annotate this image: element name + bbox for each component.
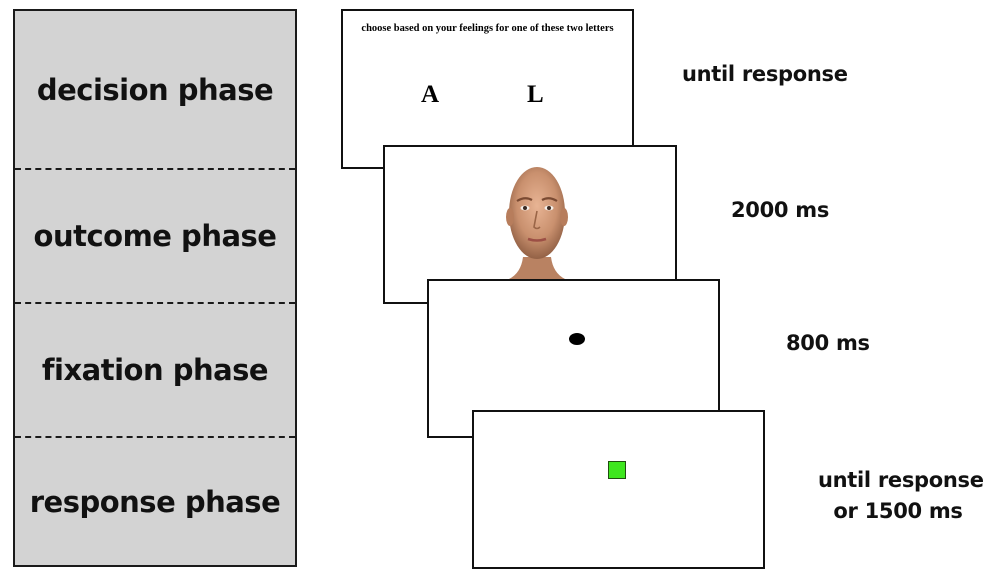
outcome-screen — [383, 145, 677, 304]
letter-option-a: A — [421, 81, 440, 108]
response-phase-label: response phase — [29, 485, 281, 519]
phase-divider — [15, 436, 295, 438]
phase-divider — [15, 168, 295, 170]
fixation-phase-label: fixation phase — [41, 353, 269, 387]
letter-option-l: L — [527, 81, 544, 108]
response-timing-line1: until response — [818, 468, 984, 492]
outcome-phase-label: outcome phase — [33, 219, 277, 253]
decision-timing: until response — [682, 62, 848, 86]
outcome-timing: 2000 ms — [731, 198, 830, 222]
response-screen — [472, 410, 765, 569]
decision-phase-label: decision phase — [36, 73, 274, 107]
fixation-dot — [569, 333, 585, 345]
response-timing-line2: or 1500 ms — [833, 499, 963, 523]
decision-instruction: choose based on your feelings for one of… — [361, 23, 614, 34]
green-target-square — [608, 461, 626, 479]
response-timing: until response or 1500 ms — [818, 465, 984, 527]
face-image — [506, 167, 568, 279]
decision-screen: choose based on your feelings for one of… — [341, 9, 634, 169]
phase-column: decision phase outcome phase fixation ph… — [13, 9, 297, 567]
fixation-timing: 800 ms — [786, 331, 870, 355]
phase-divider — [15, 302, 295, 304]
